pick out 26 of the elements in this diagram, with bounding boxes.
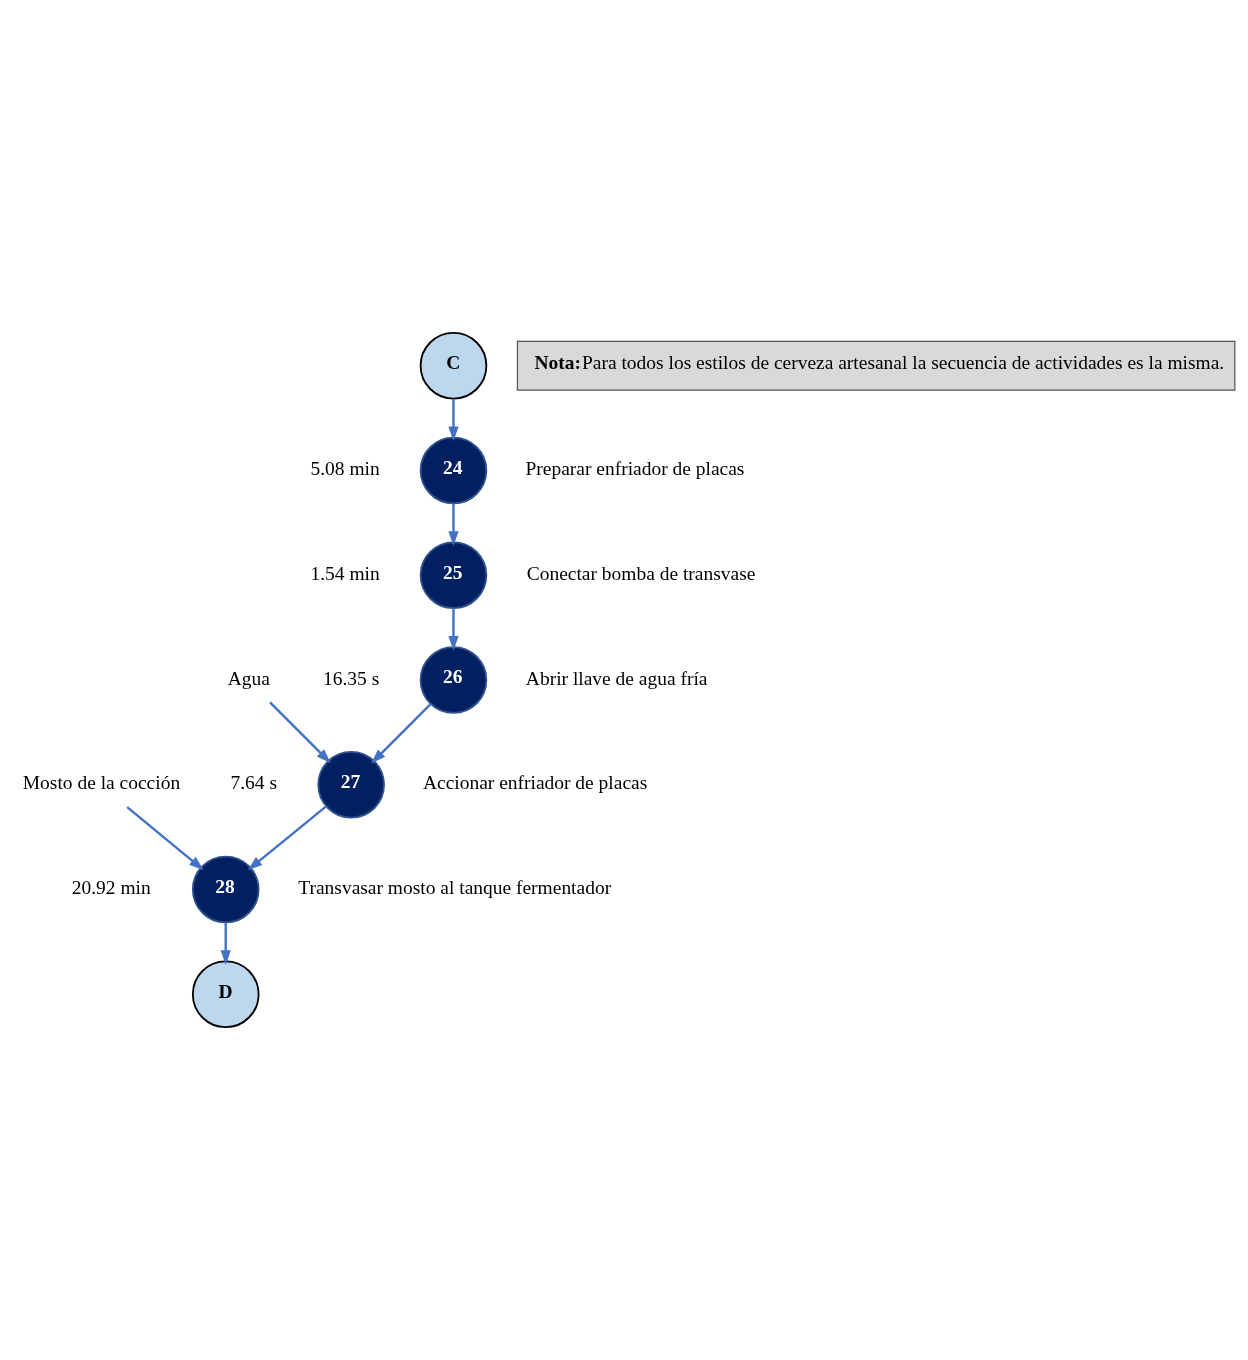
node-circle: D xyxy=(191,960,260,1029)
node-label: 5.08 min xyxy=(310,458,380,480)
node-label: 1.54 min xyxy=(310,562,380,584)
node-label: Conectar bomba de transvase xyxy=(526,562,756,584)
node-label: Preparar enfriador de placas xyxy=(525,458,745,480)
node-circle: 26 xyxy=(419,646,488,714)
arrow xyxy=(220,922,231,965)
node-circle: C xyxy=(419,331,488,400)
arrow xyxy=(448,608,459,651)
node-label: 20.92 min xyxy=(71,877,151,899)
arrow xyxy=(448,503,459,546)
node-label: Transvasar mosto al tanque fermentador xyxy=(298,877,612,899)
arrow xyxy=(448,398,459,442)
node-label: Abrir llave de agua fría xyxy=(525,667,708,689)
arrow xyxy=(126,806,204,871)
node-text: Agua xyxy=(227,667,270,689)
node-circle: 24 xyxy=(419,436,488,505)
node-label: 16.35 s xyxy=(323,667,380,689)
node-circle: 25 xyxy=(419,541,488,610)
node-label: Accionar enfriador de placas xyxy=(422,772,648,794)
node-text: Mosto de la cocción xyxy=(22,772,181,794)
arrow xyxy=(247,805,327,871)
arrow xyxy=(371,703,432,764)
node-box: Nota:Para todos los estilos de cerveza artesanal la secuencia de actividades es la misma. xyxy=(516,340,1236,391)
arrow xyxy=(269,701,331,764)
node-label: 7.64 s xyxy=(230,772,277,794)
